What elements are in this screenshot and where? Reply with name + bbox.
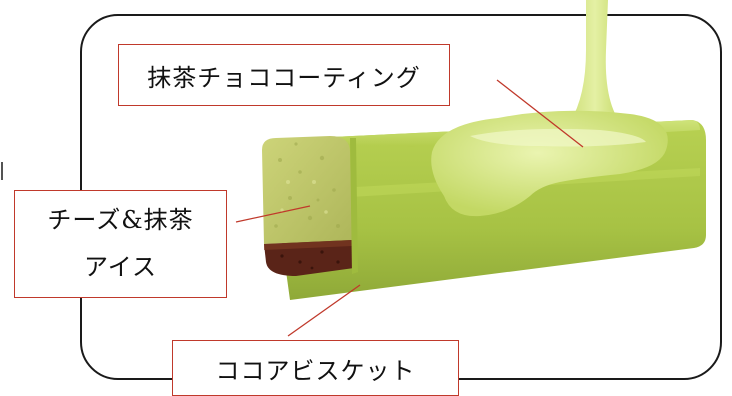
- cocoa-biscuit-layer: [264, 240, 354, 276]
- label-text-coating: 抹茶チョココーティング: [147, 63, 421, 92]
- label-text-ice-line2: アイス: [83, 253, 158, 281]
- leader-line-ice: [235, 205, 311, 223]
- label-matcha-chocolate-coating: 抹茶チョココーティング: [118, 44, 450, 106]
- leader-line-coating: [496, 79, 584, 148]
- label-text-biscuit: ココアビスケット: [215, 356, 416, 385]
- label-cocoa-biscuit: ココアビスケット: [172, 340, 459, 396]
- label-text-ice-line1: チーズ&抹茶: [47, 206, 194, 234]
- leader-line-biscuit: [287, 284, 361, 337]
- coating-pour-stream: [570, 0, 620, 122]
- edge-mark: [1, 162, 3, 180]
- label-cheese-matcha-ice: チーズ&抹茶 アイス: [14, 190, 227, 298]
- ice-cream-cut-face: [262, 136, 352, 244]
